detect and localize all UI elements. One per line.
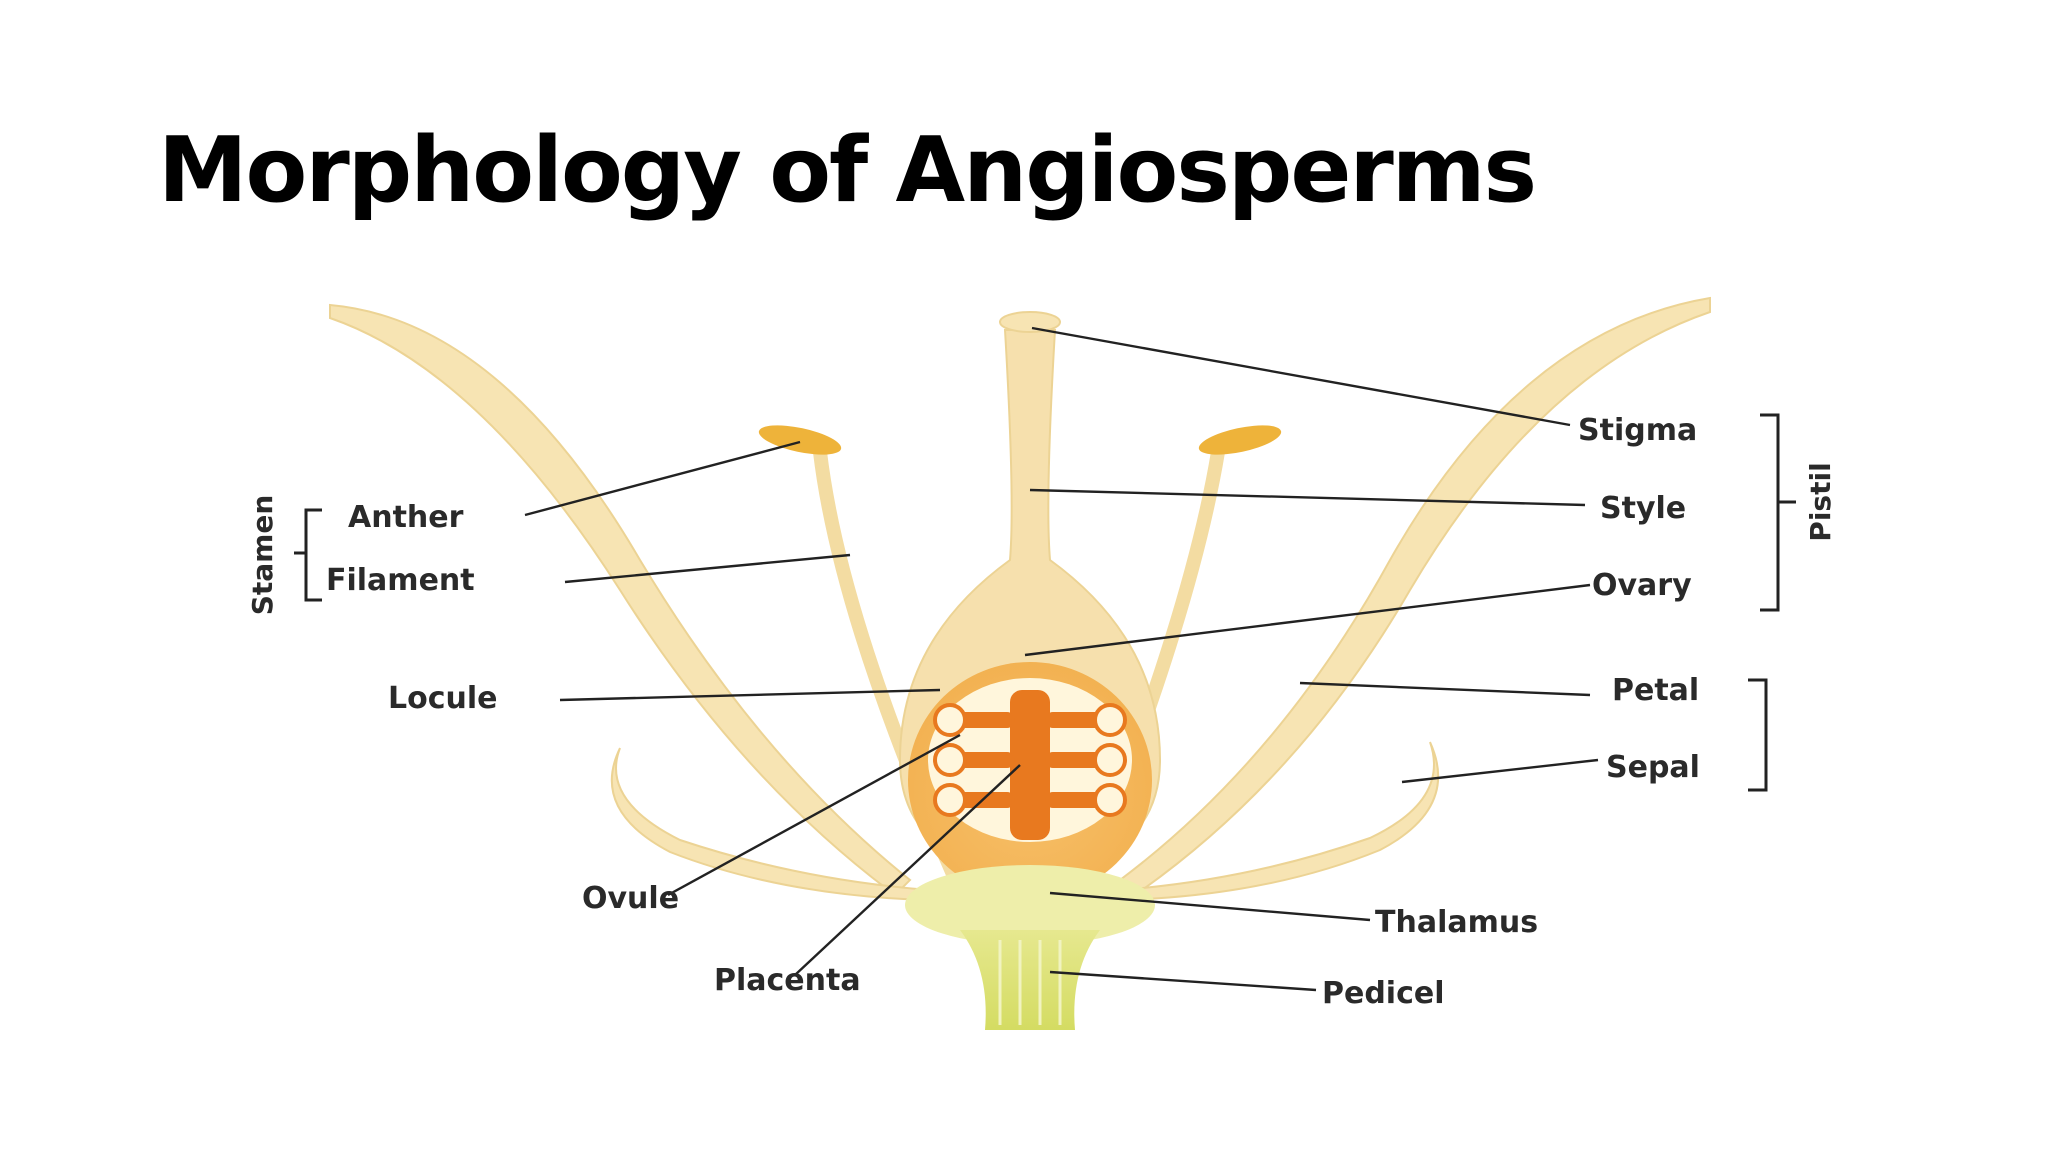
- label-stigma: Stigma: [1578, 413, 1697, 448]
- label-petal: Petal: [1612, 673, 1699, 708]
- group-label-stamen: Stamen: [246, 495, 279, 616]
- label-placenta: Placenta: [714, 963, 861, 998]
- label-ovary: Ovary: [1592, 568, 1692, 603]
- page-title: Morphology of Angiosperms: [158, 118, 1537, 223]
- ovules: [933, 703, 1127, 817]
- label-locule: Locule: [388, 681, 498, 716]
- pedicel-veins: [998, 940, 1062, 1025]
- label-filament: Filament: [326, 563, 475, 598]
- label-anther: Anther: [348, 500, 464, 535]
- label-ovule: Ovule: [582, 881, 679, 916]
- label-pedicel: Pedicel: [1322, 976, 1445, 1011]
- thalamus: [905, 865, 1155, 945]
- leader-lines: [524, 326, 1599, 992]
- anther-right: [1198, 425, 1282, 455]
- pedicel: [960, 930, 1100, 1030]
- placenta: [1010, 690, 1050, 840]
- label-style: Style: [1600, 491, 1686, 526]
- label-sepal: Sepal: [1606, 750, 1700, 785]
- anther-left: [758, 425, 842, 455]
- stigma: [999, 311, 1061, 333]
- group-label-pistil: Pistil: [1804, 462, 1837, 541]
- stamen-bracket: [304, 508, 322, 602]
- perianth-bracket: [1748, 678, 1768, 792]
- label-thalamus: Thalamus: [1375, 905, 1538, 940]
- pistil-bracket: [1760, 413, 1780, 612]
